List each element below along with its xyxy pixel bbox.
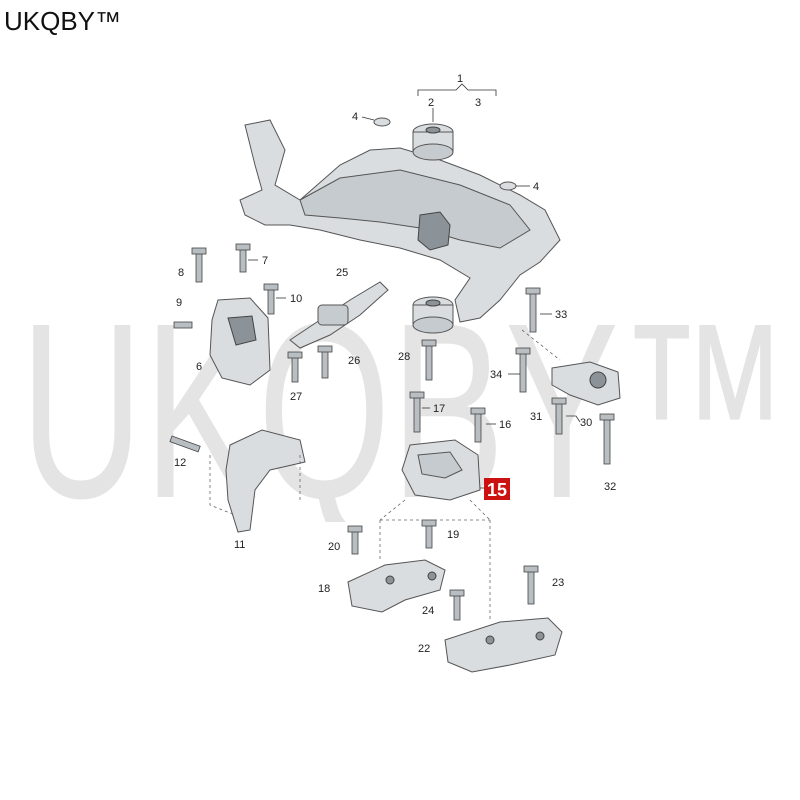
callout: 4 [352, 111, 358, 123]
callout: 8 [178, 267, 184, 279]
callout: 7 [262, 255, 268, 267]
callout: 1 [457, 73, 463, 85]
highlight-badge-15: 15 [484, 478, 510, 500]
callout: 28 [398, 351, 410, 363]
highlight-label: 15 [487, 480, 507, 500]
engine-mount [209, 297, 271, 386]
bracket-25 [289, 281, 389, 349]
callout: 34 [490, 369, 502, 381]
callout-labels: 1 2 3 4 4 7 8 9 10 6 25 26 27 28 33 34 3… [174, 73, 616, 655]
callout: 27 [290, 391, 302, 403]
callout: 24 [422, 605, 434, 617]
callout: 20 [328, 541, 340, 553]
bracket-11 [225, 429, 306, 533]
assembly-lines [209, 329, 561, 620]
watermark-text: UKQBY™ [20, 272, 790, 522]
bushing-3 [412, 296, 454, 334]
callout: 2 [428, 97, 434, 109]
bolts [169, 243, 615, 621]
callout: 30 [580, 417, 592, 429]
watermark: UKQBY™ [20, 272, 790, 522]
bracket-22 [444, 617, 563, 673]
callout: 23 [552, 577, 564, 589]
callout: 6 [196, 361, 202, 373]
gearbox-mount [401, 439, 481, 501]
callout: 19 [447, 529, 459, 541]
callout: 3 [475, 97, 481, 109]
callout: 9 [176, 297, 182, 309]
leaders [248, 83, 581, 489]
mount-30 [551, 361, 621, 406]
callout: 32 [604, 481, 616, 493]
callout: 33 [555, 309, 567, 321]
callout: 18 [318, 583, 330, 595]
callout: 31 [530, 411, 542, 423]
washer-right [499, 181, 517, 191]
bushing-2 [412, 123, 454, 161]
bracket-18 [347, 559, 446, 613]
callout: 25 [336, 267, 348, 279]
highlight-box [484, 478, 510, 500]
subframe [239, 119, 561, 323]
callout: 22 [418, 643, 430, 655]
callout: 16 [499, 419, 511, 431]
callout: 12 [174, 457, 186, 469]
callout: 26 [348, 355, 360, 367]
brand-title: UKQBY™ [4, 6, 122, 36]
callout: 10 [290, 293, 302, 305]
callout: 17 [433, 403, 445, 415]
washer-left [373, 117, 391, 127]
callout: 11 [234, 539, 245, 551]
callout: 4 [533, 181, 539, 193]
